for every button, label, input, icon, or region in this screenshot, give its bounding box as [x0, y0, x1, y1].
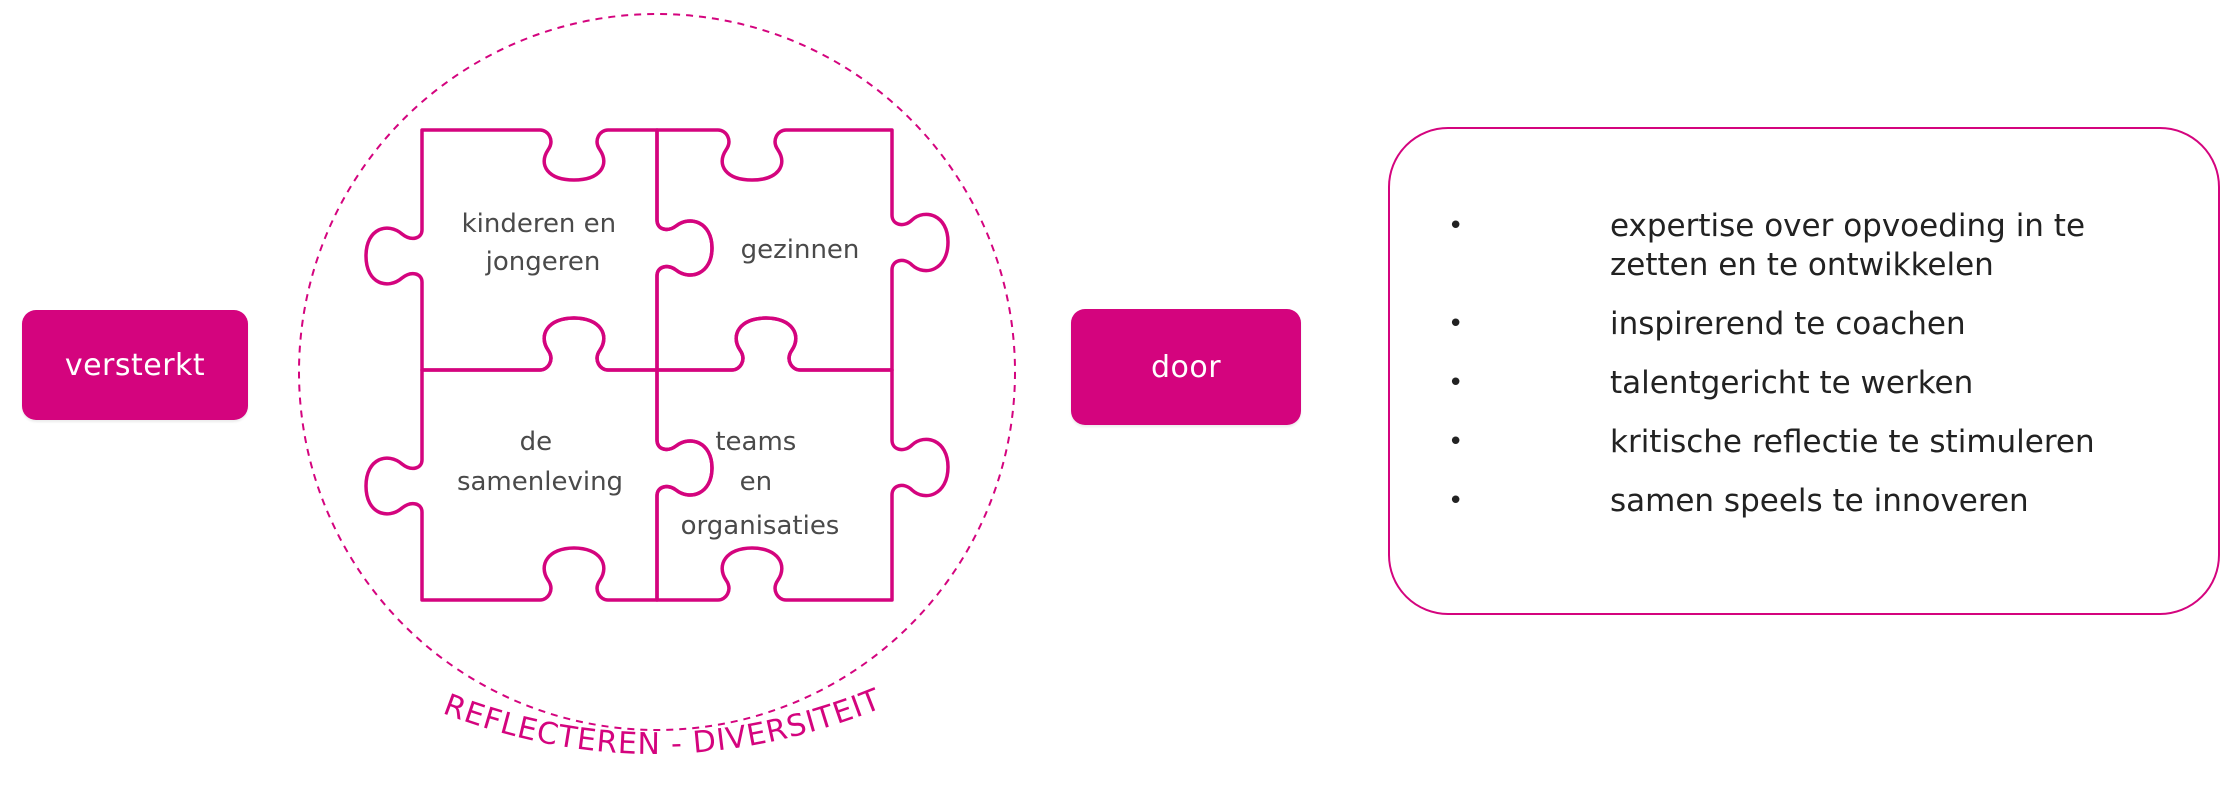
activities-box: • expertise over opvoeding in te zetten e…: [1388, 127, 2220, 615]
list-item-text: talentgericht te werken: [1610, 365, 1974, 401]
piece-label-line: organisaties: [681, 511, 840, 541]
puzzle-piece-bottom-right: [655, 316, 950, 602]
piece-label-line: kinderen en: [462, 209, 617, 239]
door-text: door: [1150, 349, 1222, 385]
dashed-circle: [298, 13, 1016, 731]
list-item-text: expertise over opvoeding in te zetten en…: [1610, 208, 2086, 283]
circle-caption-text: REFLECTEREN - DIVERSITEIT: [439, 682, 885, 762]
piece-label-bottom-left: de samenleving: [457, 427, 623, 497]
list-item: • inspirerend te coachen: [1448, 305, 2130, 344]
piece-label-line: en: [740, 467, 772, 497]
door-label: door: [1071, 309, 1301, 425]
piece-label-top-left: kinderen en jongeren: [462, 209, 625, 277]
list-item-text: kritische reflectie te stimuleren: [1610, 424, 2095, 460]
puzzle-piece-bottom-left: [364, 316, 714, 602]
piece-label-line: teams: [715, 427, 796, 457]
bullet: •: [1448, 427, 1464, 457]
piece-label-line: de: [520, 427, 553, 457]
list-item-text: samen speels te innoveren: [1610, 483, 2029, 519]
versterkt-label: versterkt: [22, 310, 248, 420]
versterkt-text: versterkt: [64, 347, 206, 383]
piece-label-line: jongeren: [485, 247, 601, 277]
bullet: •: [1448, 486, 1464, 516]
list-item: • talentgericht te werken: [1448, 364, 2130, 403]
list-item: • expertise over opvoeding in te zetten e…: [1448, 207, 2130, 285]
bullet: •: [1448, 368, 1464, 398]
activities-list: • expertise over opvoeding in te zetten e…: [1448, 207, 2130, 541]
bullet: •: [1448, 211, 1464, 241]
piece-label-top-right: gezinnen: [741, 235, 860, 265]
bullet: •: [1448, 309, 1464, 339]
list-item-text: inspirerend te coachen: [1610, 306, 1966, 342]
list-item: • samen speels te innoveren: [1448, 482, 2130, 521]
piece-label-line: gezinnen: [741, 235, 860, 265]
piece-label-line: samenleving: [457, 467, 623, 497]
piece-label-bottom-right: teams en organisaties: [681, 427, 840, 541]
circle-caption: REFLECTEREN - DIVERSITEIT: [439, 682, 886, 762]
list-item: • kritische reflectie te stimuleren: [1448, 423, 2130, 462]
